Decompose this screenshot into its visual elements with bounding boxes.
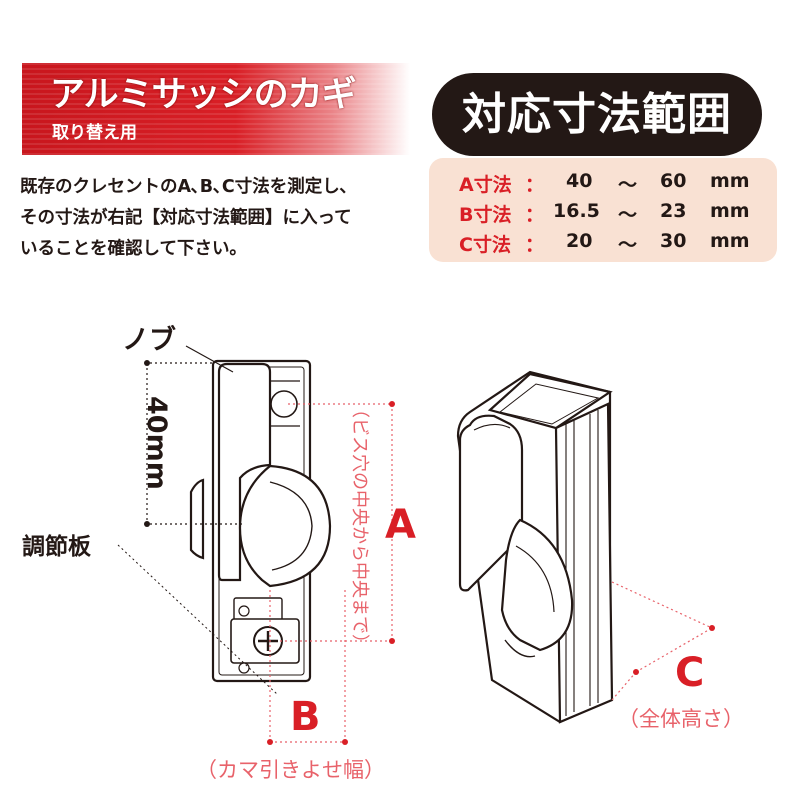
range-max: 23 (660, 200, 687, 222)
intro-line: いることを確認して下さい｡ (20, 239, 239, 259)
range-max: 60 (660, 170, 687, 192)
dimension-a-note: （ビス穴の中央から中央まで） (349, 400, 370, 652)
intro-text: 既存のクレセントのA､B､C寸法を測定し､ その寸法が右記【対応寸法範囲】に入っ… (20, 172, 420, 265)
range-row-c: C寸法 ： 20 ～ 30 mm (429, 228, 777, 258)
plate-label: 調節板 (22, 534, 91, 560)
range-tilde: ～ (618, 234, 638, 256)
front-view-lock (189, 359, 332, 683)
range-min: 40 (566, 170, 593, 192)
range-label: B寸法 (459, 204, 512, 226)
range-title-pill (432, 73, 762, 156)
range-title: 対応寸法範囲 (462, 89, 732, 140)
title-banner (22, 63, 410, 155)
range-label: C寸法 (459, 234, 511, 256)
dimension-b-lines (267, 590, 348, 745)
dimension-b-note: （カマ引きよせ幅） (196, 758, 385, 782)
dimension-c-lines (611, 581, 715, 701)
range-unit: mm (710, 200, 750, 222)
range-tilde: ～ (618, 174, 638, 196)
range-unit: mm (710, 170, 750, 192)
range-colon: ： (525, 204, 545, 226)
plate-leader (117, 544, 279, 696)
range-tilde: ～ (618, 204, 638, 226)
range-min: 20 (566, 230, 593, 252)
range-colon: ： (525, 234, 545, 256)
banner-stripes (22, 63, 410, 155)
range-row-a: A寸法 ： 40 ～ 60 mm (429, 168, 777, 198)
dimension-c-letter: C (675, 650, 705, 696)
range-label: A寸法 (459, 174, 512, 196)
page-subtitle: 取り替え用 (52, 123, 137, 143)
range-max: 30 (660, 230, 687, 252)
dimension-40mm-line (144, 345, 245, 527)
perspective-view-lock (456, 370, 614, 724)
range-table: A寸法 ： 40 ～ 60 mm B寸法 ： 16.5 ～ 23 mm C寸法 … (429, 158, 777, 262)
range-row-b: B寸法 ： 16.5 ～ 23 mm (429, 198, 777, 228)
page-title: アルミサッシのカギ (50, 75, 357, 115)
range-unit: mm (710, 230, 750, 252)
dimension-b-letter: B (290, 694, 321, 740)
dimension-40mm-label: 40mm (141, 396, 172, 490)
intro-line: 既存のクレセントのA､B､C寸法を測定し､ (20, 177, 349, 197)
intro-line: その寸法が右記【対応寸法範囲】に入って (20, 208, 352, 228)
range-min: 16.5 (553, 200, 600, 222)
knob-label: ノブ (122, 325, 176, 356)
dimension-a-letter: A (385, 502, 416, 548)
range-colon: ： (525, 174, 545, 196)
dimension-a-lines (280, 401, 395, 644)
dimension-c-note: （全体高さ） (618, 707, 744, 731)
